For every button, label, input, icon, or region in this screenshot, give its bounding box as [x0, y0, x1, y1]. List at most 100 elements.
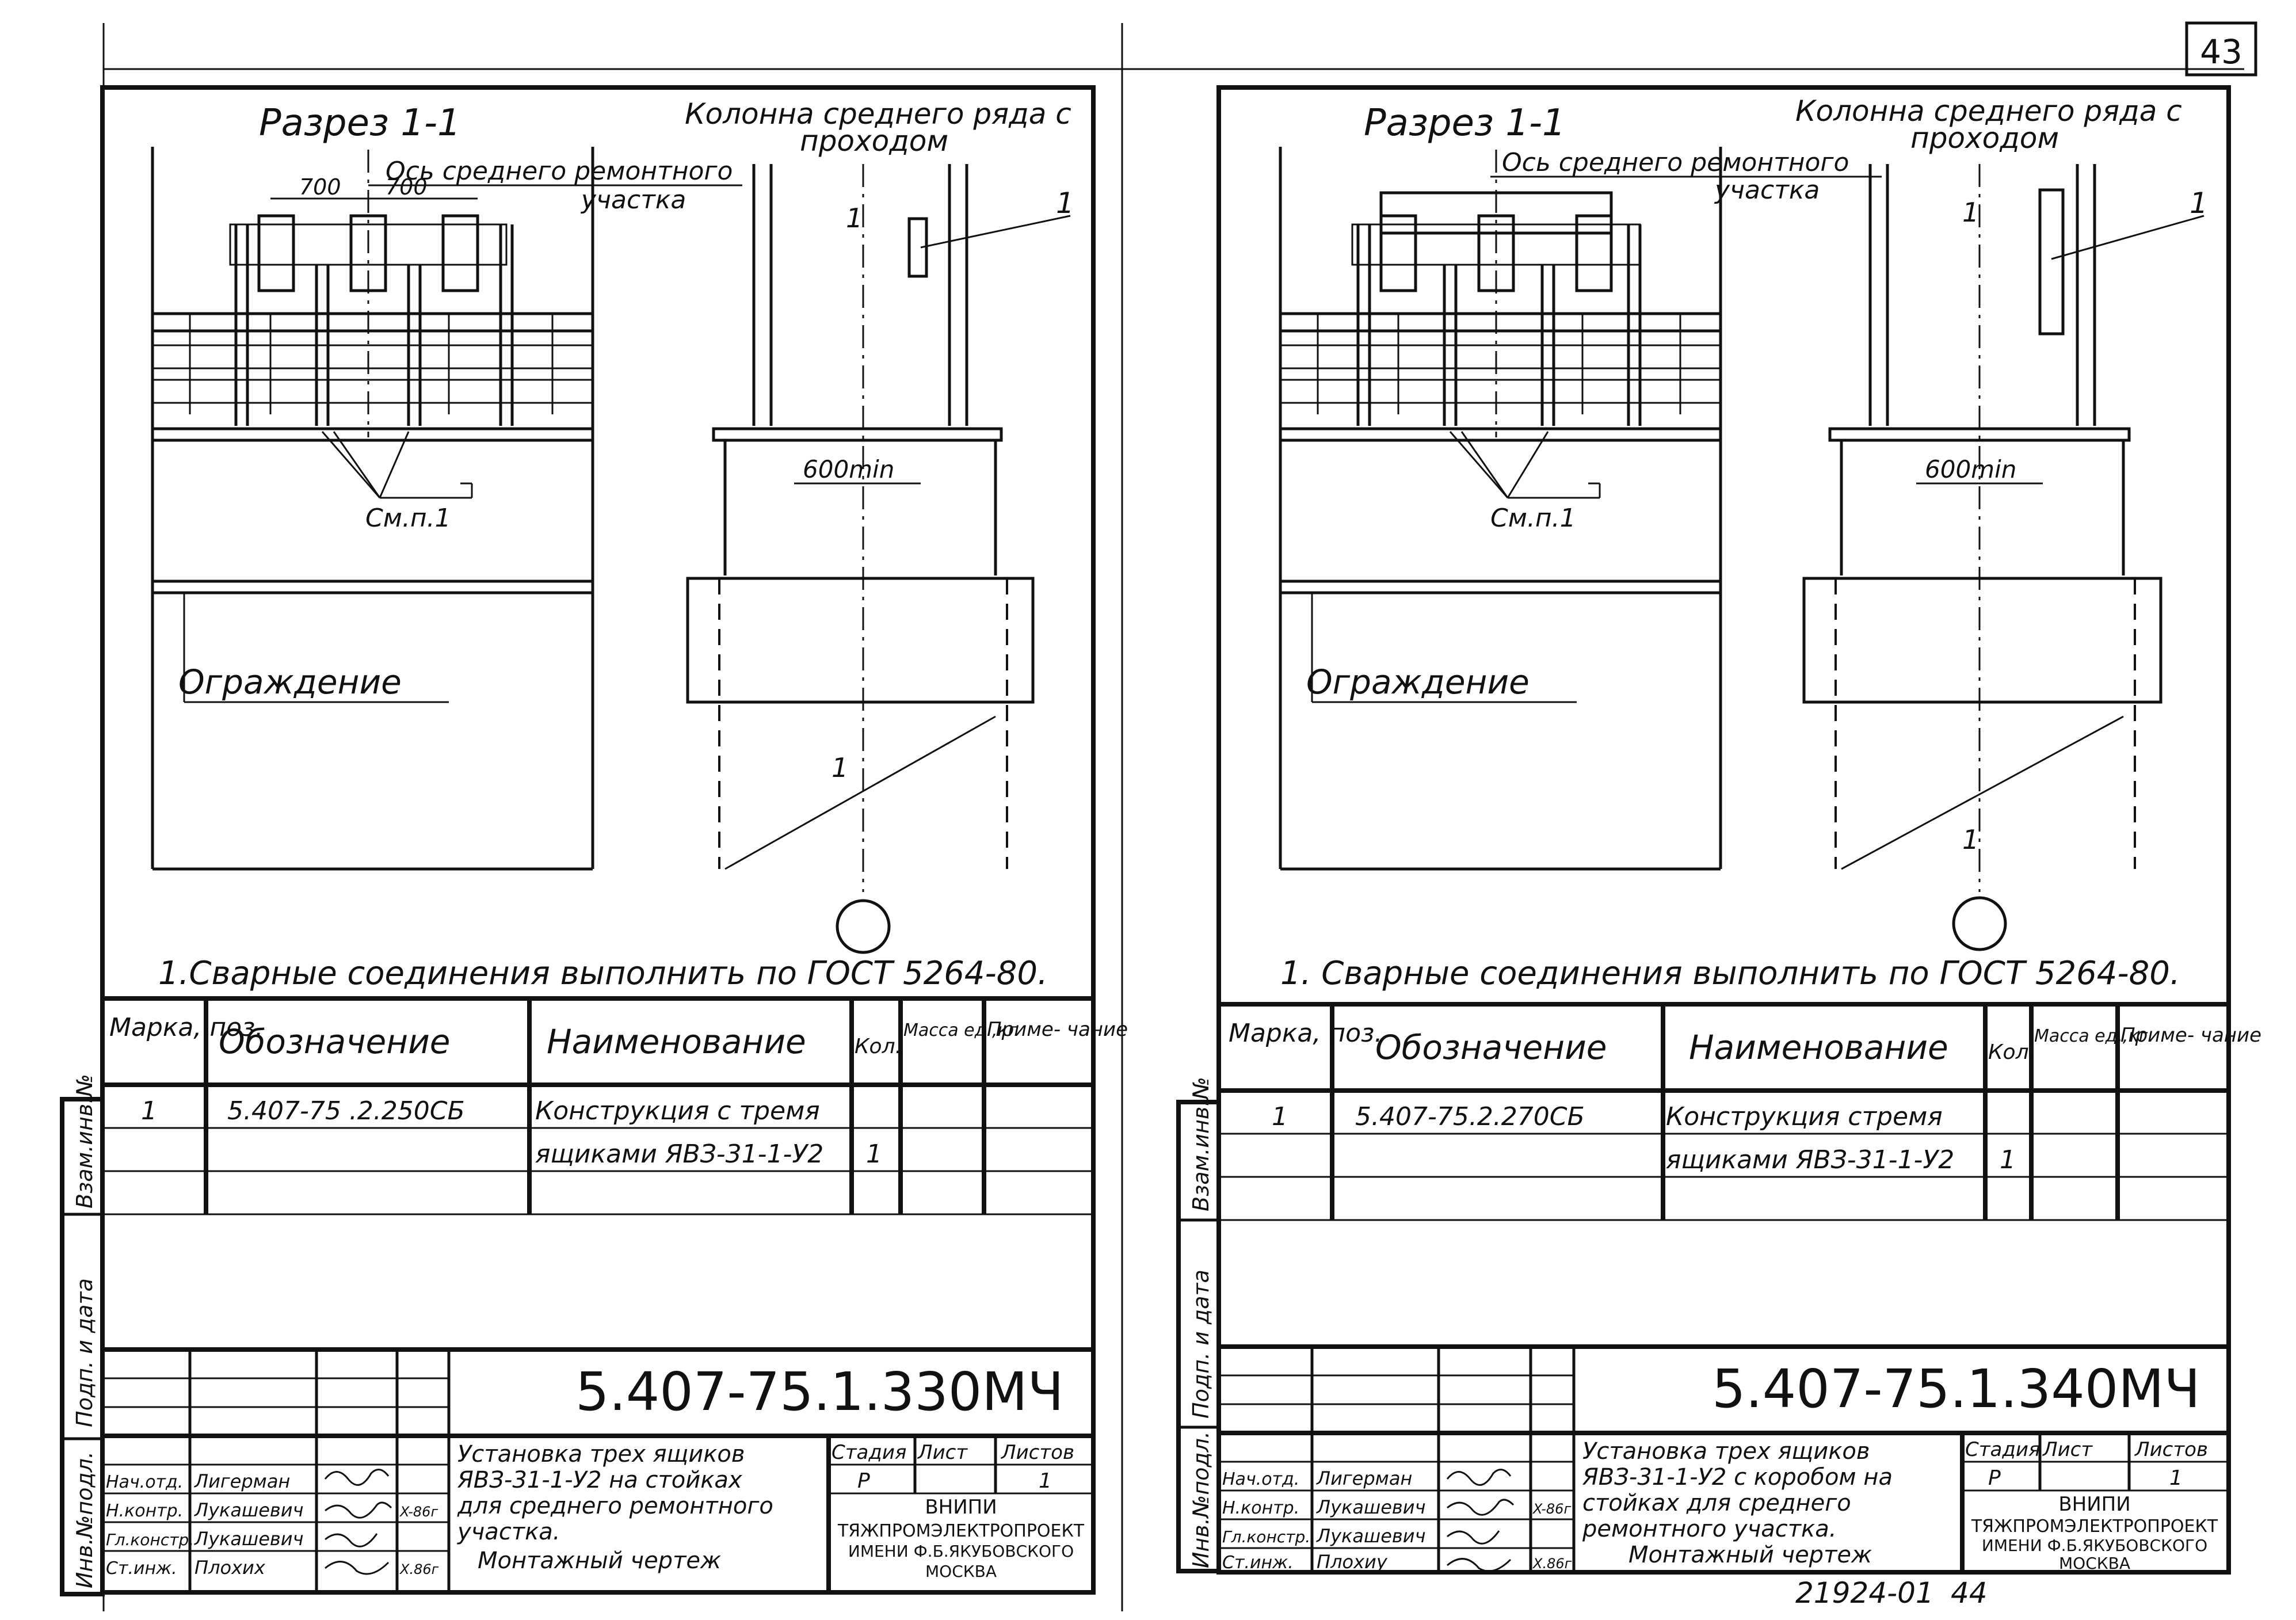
right-duct	[1379, 191, 1613, 235]
page-number: 43	[2200, 32, 2242, 71]
left-dim-1: 700	[299, 174, 341, 200]
right-row1-name: Конструкция стремя	[1666, 1102, 1943, 1131]
right-row2-name: ящиками ЯВЗ-31-1-У2	[1666, 1145, 1954, 1175]
right-staff-2-date: X-86г	[1532, 1501, 1571, 1517]
left-signature-4	[325, 1561, 390, 1575]
right-box-side	[2038, 188, 2065, 336]
left-row1-mark: 1	[141, 1096, 157, 1126]
left-section-mark-bot: 1	[832, 752, 848, 783]
left-hdr-mass: Масса ед.,кг	[903, 1020, 1017, 1040]
left-doc-code: 5.407-75.1.330МЧ	[575, 1361, 1064, 1423]
right-row2-qty: 1	[2000, 1145, 2016, 1175]
right-section-mark-bot: 1	[1962, 824, 1979, 855]
right-column-label-1: Колонна среднего ряда с	[1795, 94, 2182, 128]
left-title-4: участка.	[457, 1519, 560, 1545]
right-org-2: ТЯЖПРОМЭЛЕКТРОПРОЕКТ	[1971, 1516, 2218, 1537]
left-hdr-qty: Кол.	[855, 1035, 902, 1058]
left-callout: 1	[1056, 186, 1074, 220]
left-org-3: ИМЕНИ Ф.Б.ЯКУБОВСКОГО	[848, 1542, 1074, 1561]
right-column-label-2: проходом	[1910, 121, 2059, 155]
right-org-1: ВНИПИ	[2058, 1493, 2130, 1516]
left-title-block: 5.407-75.1.330МЧ Установка трех ящиков Я…	[102, 1347, 1093, 1592]
left-staff-4-name: Плохих	[194, 1557, 266, 1579]
right-sheet: Разрез 1-1 Колонна среднего ряда с прохо…	[1176, 85, 2261, 1610]
left-stamp-sheet-h: Лист	[917, 1441, 968, 1464]
right-staff-4-role: Ст.инж.	[1222, 1553, 1294, 1573]
left-staff-1-role: Нач.отд.	[106, 1472, 183, 1492]
left-section-mark-top: 1	[846, 203, 863, 234]
left-staff-1-name: Лигерман	[194, 1470, 290, 1492]
left-spec-table: Марка, поз. Обозначение Наименование Кол…	[102, 996, 1128, 1215]
right-signature-3	[1447, 1530, 1500, 1545]
left-side-strip: Взам.инв.№ Подп. и дата Инв.№подл.	[60, 1074, 105, 1596]
left-note: 1.Сварные соединения выполнить по ГОСТ 5…	[158, 955, 1048, 992]
right-column-section: 1 1 600min 1	[1802, 164, 2208, 951]
left-section-title: Разрез 1-1	[259, 102, 461, 144]
right-title-2: ЯВЗ-31-1-У2 с коробом на	[1582, 1464, 1893, 1491]
right-elevation: См.п.1 Ограждение	[1279, 147, 1722, 871]
right-box-3	[1575, 214, 1613, 292]
left-grid-bubble	[836, 899, 891, 954]
right-section-mark-top: 1	[1962, 197, 1979, 228]
right-fence-label: Ограждение	[1306, 662, 1530, 702]
left-elevation: 700 700	[151, 147, 594, 871]
left-row1-designation: 5.407-75 .2.250СБ	[227, 1096, 465, 1126]
left-side-label-2: Подп. и дата	[72, 1278, 97, 1427]
left-staff-3-role: Гл.констр.	[106, 1530, 194, 1549]
box-2	[349, 214, 387, 292]
right-axis-label-2: участка	[1714, 176, 1820, 205]
right-side-label-1: Взам.инв.№	[1188, 1077, 1214, 1211]
right-callout: 1	[2190, 186, 2208, 220]
right-stamp-sheet-h: Лист	[2042, 1438, 2093, 1461]
right-grid-bubble	[1952, 896, 2007, 951]
left-title-3: для среднего ремонтного	[457, 1493, 773, 1519]
left-org-4: МОСКВА	[925, 1562, 997, 1581]
right-org-4: МОСКВА	[2059, 1554, 2130, 1573]
right-hdr-qty: Кол.	[1988, 1040, 2035, 1064]
left-stamp-sheets-h: Листов	[1000, 1441, 1074, 1464]
left-hdr-designation: Обозначение	[219, 1022, 450, 1061]
right-staff-2-name: Лукашевич	[1316, 1496, 1425, 1518]
left-row1-name: Конструкция с тремя	[535, 1096, 820, 1126]
left-hdr-note: Приме- чание	[987, 1018, 1128, 1041]
left-staff-2-role: Н.контр.	[106, 1501, 183, 1521]
right-hdr-note: Приме- чание	[2120, 1024, 2261, 1047]
left-title-2: ЯВЗ-31-1-У2 на стойках	[457, 1467, 742, 1493]
left-sheet: Разрез 1-1 Колонна среднего ряда с прохо…	[60, 85, 1128, 1596]
right-title-1: Установка трех ящиков	[1582, 1438, 1870, 1465]
right-side-strip: Взам.инв.№ Подп. и дата Инв.№подл.	[1176, 1077, 1221, 1573]
right-staff-1-role: Нач.отд.	[1222, 1469, 1299, 1489]
left-column-section: 1 1 600min 1	[686, 164, 1074, 954]
right-axis-label-1: Ось среднего ремонтного	[1502, 148, 1849, 177]
left-see-note: См.п.1	[365, 504, 451, 533]
right-hdr-mark: Марка, поз.	[1229, 1019, 1382, 1048]
right-staff-1-name: Лигерман	[1316, 1467, 1412, 1489]
right-hdr-name: Наименование	[1689, 1028, 1948, 1067]
right-staff-4-name: Плохиу	[1317, 1551, 1388, 1573]
box-1	[257, 214, 295, 292]
right-section-title: Разрез 1-1	[1364, 102, 1566, 144]
right-signature-2	[1447, 1499, 1515, 1516]
right-staff-3-role: Гл.констр.	[1222, 1527, 1310, 1546]
footer-sheet-number: 44	[1951, 1576, 1988, 1610]
left-column-label-1: Колонна среднего ряда с	[685, 97, 1071, 131]
left-signature-1	[324, 1469, 390, 1486]
right-staff-3-name: Лукашевич	[1316, 1525, 1425, 1547]
left-stamp-stage-h: Стадия	[832, 1441, 906, 1464]
right-row1-designation: 5.407-75.2.270СБ	[1355, 1102, 1585, 1131]
left-side-label-1: Взам.инв.№	[72, 1074, 97, 1209]
left-title-1: Установка трех ящиков	[457, 1441, 745, 1467]
left-stamp-stage: Р	[857, 1469, 870, 1493]
right-staff-4-date: X.86г	[1532, 1556, 1572, 1572]
right-org-3: ИМЕНИ Ф.Б.ЯКУБОВСКОГО	[1982, 1536, 2207, 1555]
left-axis-label-2: участка	[580, 185, 686, 215]
right-hdr-designation: Обозначение	[1375, 1028, 1607, 1067]
right-spec-table: Марка, поз. Обозначение Наименование Кол…	[1219, 1002, 2261, 1221]
left-row2-qty: 1	[866, 1139, 882, 1169]
left-axis-label-1: Ось среднего ремонтного	[386, 157, 733, 186]
right-title-3: стойках для среднего	[1582, 1490, 1851, 1516]
left-row2-name: ящиками ЯВЗ-31-1-У2	[535, 1139, 823, 1169]
right-stamp-sheets: 1	[2169, 1466, 2183, 1490]
left-box-side	[907, 217, 928, 278]
right-box-1	[1379, 214, 1417, 292]
